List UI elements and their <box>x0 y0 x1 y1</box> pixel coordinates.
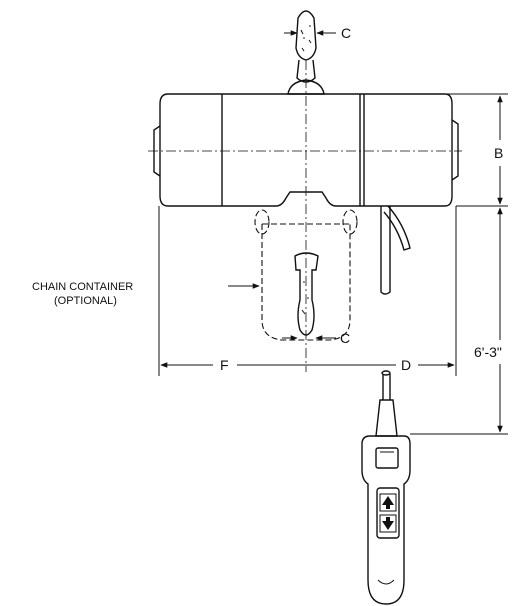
dimension-c-top: C <box>284 25 351 41</box>
label-c-bottom: C <box>340 330 350 346</box>
dimension-b: B <box>440 93 508 207</box>
label-height: 6'-3" <box>474 344 502 360</box>
label-b: B <box>494 145 503 161</box>
label-f: F <box>220 357 229 373</box>
chain-container-icon <box>254 209 358 341</box>
bottom-hook-icon <box>294 252 319 336</box>
label-c-top: C <box>341 25 351 41</box>
control-cable <box>380 205 411 295</box>
pendant-control-icon <box>361 370 411 605</box>
dimension-c-bottom: C <box>282 330 350 346</box>
dimension-height: 6'-3" <box>410 207 508 435</box>
dimension-f-d: F D <box>158 206 457 376</box>
chain-container-callout: CHAIN CONTAINER (OPTIONAL) <box>32 281 260 307</box>
label-chain-container: CHAIN CONTAINER <box>32 281 133 293</box>
label-d: D <box>401 357 411 373</box>
label-optional: (OPTIONAL) <box>54 295 117 307</box>
